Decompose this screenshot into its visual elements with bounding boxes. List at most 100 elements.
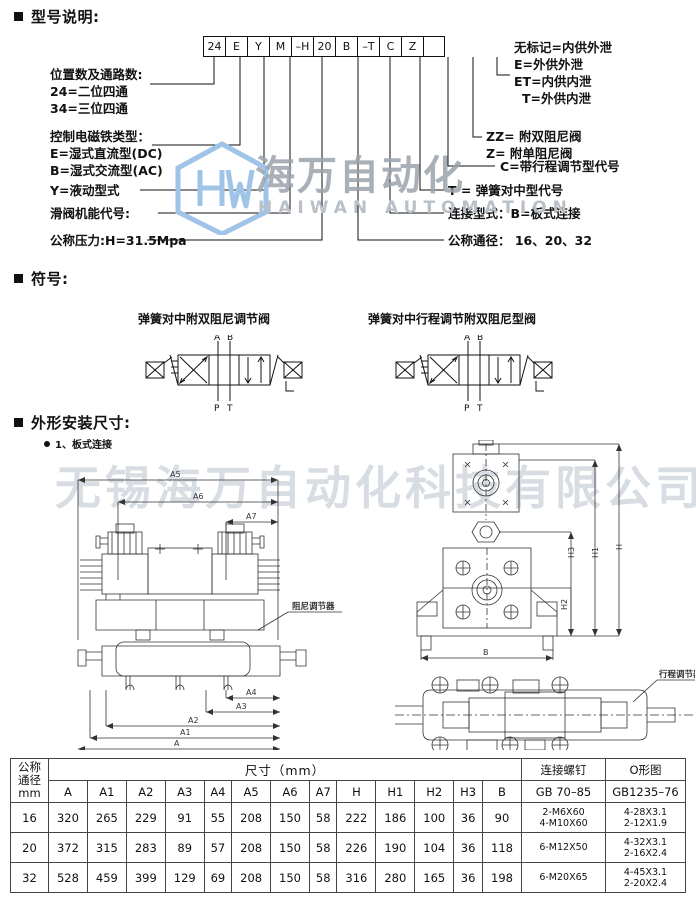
cell-H2: 100	[414, 802, 455, 833]
svg-text:A: A	[464, 335, 471, 343]
label-drain-et: ET=内供内泄	[514, 74, 592, 89]
code-cell-8[interactable]: C	[379, 36, 401, 57]
table-subheader-A3: A3	[164, 780, 205, 803]
svg-text:A6: A6	[193, 492, 204, 501]
label-drain-t: T=外供内泄	[522, 91, 592, 106]
cell-A: 372	[48, 832, 88, 863]
svg-text:B: B	[483, 648, 489, 657]
cell-oring: 4-28X3.1 2-12X1.9	[605, 802, 686, 833]
cell-H1: 190	[375, 832, 416, 863]
screw-line2: 4-M10X60	[539, 817, 588, 829]
code-cell-9[interactable]: Z	[401, 36, 423, 57]
screw-line1: 6-M12X50	[539, 842, 588, 853]
svg-text:H: H	[615, 544, 624, 550]
label-drain-nomark: 无标记=内供外泄	[514, 40, 612, 55]
cell-A4: 69	[203, 862, 233, 893]
hydraulic-symbol-left: A B P T	[145, 335, 303, 414]
cell-H3: 36	[453, 832, 483, 863]
cell-A3: 89	[164, 832, 205, 863]
cell-H3: 36	[453, 802, 483, 833]
screw-line1: 2-M6X60	[542, 806, 585, 818]
cell-oring: 4-32X3.1 2-16X2.4	[605, 832, 686, 863]
cell-A7: 58	[308, 802, 338, 833]
oring-line1: 4-28X3.1	[623, 806, 668, 818]
code-cell-4[interactable]: –H	[291, 36, 313, 57]
table-row: 20 372 315 283 89 57 208 150 58 226 190 …	[10, 832, 686, 863]
label-drain-e: E=外供外泄	[514, 57, 584, 72]
cell-A6: 150	[270, 832, 310, 863]
label-damper-zz: ZZ= 附双阻尼阀	[486, 129, 582, 144]
cell-H: 222	[336, 802, 377, 833]
svg-text:A5: A5	[170, 470, 181, 479]
label-hydraulic-type: Y=液动型式	[50, 183, 120, 198]
cell-nominal: 32	[10, 862, 49, 893]
cell-A: 528	[48, 862, 88, 893]
label-spring-center-code: T = 弹簧对中型代号	[448, 183, 564, 198]
svg-text:T: T	[226, 404, 233, 414]
code-cell-0[interactable]: 24	[203, 36, 225, 57]
code-cell-3[interactable]: M	[269, 36, 291, 57]
drawing-side-and-plan: H3 H1 H H2 B 行程调节器	[395, 440, 695, 750]
cell-H2: 165	[414, 862, 455, 893]
nominal-line2: 通径	[18, 773, 41, 787]
code-cell-5[interactable]: 20	[313, 36, 335, 57]
cell-H: 316	[336, 862, 377, 893]
label-position-ways-title: 位置数及通路数:	[50, 67, 143, 82]
drawing-front-elevation: A5 A6 A7 阻尼调节器 A4 A	[77, 470, 342, 750]
symbol-title-left: 弹簧对中附双阻尼调节阀	[138, 312, 271, 326]
cell-A1: 315	[86, 832, 127, 863]
cell-A1: 265	[86, 802, 127, 833]
nominal-line1: 公称	[18, 760, 41, 774]
code-cell-6[interactable]: B	[335, 36, 357, 57]
cell-H: 226	[336, 832, 377, 863]
label-connection-type: 连接型式：B=板式连接	[448, 206, 581, 221]
svg-text:T: T	[476, 404, 483, 414]
svg-text:B: B	[227, 335, 233, 343]
cell-B: 90	[481, 802, 523, 833]
svg-text:B: B	[477, 335, 483, 343]
subsection-plate-connection: 1、板式连接	[44, 436, 112, 451]
table-subheader-A: A	[48, 780, 88, 803]
label-stroke-adjust-code: C=带行程调节型代号	[500, 159, 620, 174]
note-damper-adjuster: 阻尼调节器	[292, 601, 335, 612]
code-cell-7[interactable]: –T	[357, 36, 379, 57]
specification-table: 公称 通径 mm 尺寸（mm） 连接螺钉 O形图 A A1 A2 A3 A4 A…	[10, 758, 686, 893]
oring-line2: 2-20X2.4	[623, 877, 668, 889]
svg-text:H1: H1	[591, 547, 600, 558]
svg-text:A: A	[174, 739, 180, 748]
label-spool-function: 滑阀机能代号:	[50, 206, 130, 221]
cell-screw: 6-M20X65	[521, 862, 606, 893]
table-header-size-group: 尺寸（mm）	[48, 758, 522, 781]
table-header-oring-group: O形图	[605, 758, 686, 781]
svg-text:A: A	[214, 335, 221, 343]
table-subheader-H1: H1	[375, 780, 416, 803]
nominal-line3: mm	[18, 786, 41, 800]
hydraulic-symbol-right: A B P T	[395, 335, 553, 414]
cell-A7: 58	[308, 862, 338, 893]
table-subheader-A2: A2	[125, 780, 166, 803]
table-subheader-H3: H3	[453, 780, 483, 803]
section-heading-model: 型号说明:	[14, 6, 100, 27]
svg-text:A3: A3	[236, 702, 247, 711]
code-cell-2[interactable]: Y	[247, 36, 269, 57]
svg-text:H3: H3	[567, 547, 576, 558]
symbol-title-right: 弹簧对中行程调节附双阻尼型阀	[368, 312, 537, 326]
cell-screw: 2-M6X60 4-M10X60	[521, 802, 606, 833]
code-cell-1[interactable]: E	[225, 36, 247, 57]
label-position-ways-34: 34=三位四通	[50, 101, 128, 116]
table-header-screw-group: 连接螺钉	[521, 758, 606, 781]
cell-A: 320	[48, 802, 88, 833]
section-heading-dimension: 外形安装尺寸:	[14, 412, 131, 433]
cell-A5: 208	[231, 862, 272, 893]
code-cell-10[interactable]	[423, 36, 445, 57]
label-solenoid-ac: B=湿式交流型(AC)	[50, 163, 163, 178]
table-subheader-H2: H2	[414, 780, 455, 803]
model-code-boxes: 24 E Y M –H 20 B –T C Z	[203, 36, 445, 57]
label-solenoid-title: 控制电磁铁类型：	[50, 129, 151, 144]
model-code-diagram: 24 E Y M –H 20 B –T C Z 位置数及通路数: 24=二位四通…	[0, 0, 696, 258]
cell-A3: 129	[164, 862, 205, 893]
cell-A4: 55	[203, 802, 233, 833]
cell-A2: 283	[125, 832, 166, 863]
cell-B: 118	[481, 832, 523, 863]
label-position-ways-24: 24=二位四通	[50, 84, 128, 99]
